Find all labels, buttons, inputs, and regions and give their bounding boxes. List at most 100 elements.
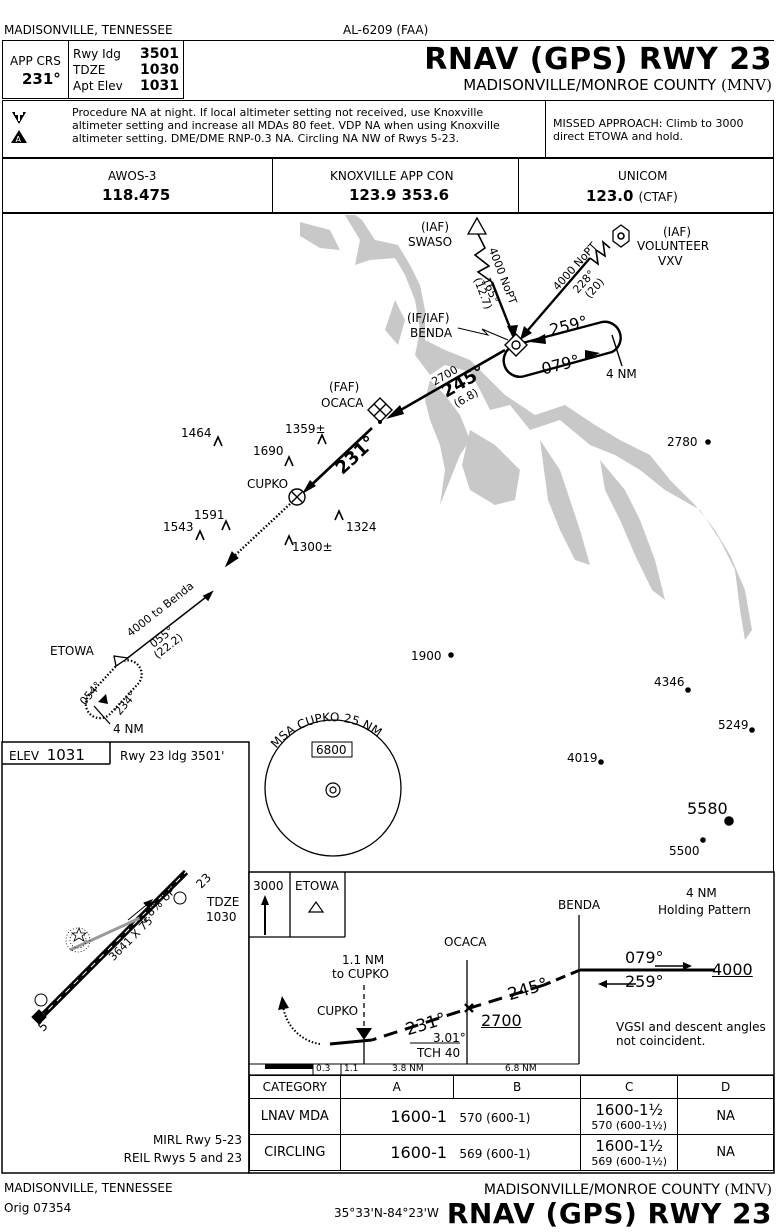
airport-name: MADISONVILLE/MONROE COUNTY: [463, 76, 717, 94]
app-con-freq: 123.9 353.6: [349, 186, 450, 204]
obstacle-label: 5500: [669, 844, 700, 858]
ocaca-faf-fix: [367, 397, 393, 424]
minimums-header-row: CATEGORY A B C D: [249, 1075, 774, 1099]
obstacle-label-highest: 5580: [687, 799, 728, 818]
header-a: A: [339, 1075, 454, 1099]
footer-coords: 35°33'N-84°23'W: [334, 1206, 439, 1220]
unicom-ctaf: (CTAF): [638, 190, 678, 204]
benda-fix: [504, 333, 528, 357]
alternate-minimums-icon: A: [11, 130, 27, 144]
header-location: MADISONVILLE, TENNESSEE: [4, 23, 173, 37]
msa-alt-box: [311, 741, 353, 758]
airport-id: (MNV): [720, 76, 772, 94]
obstacle-label: 1690: [253, 444, 284, 458]
notes-symbols: A: [11, 112, 27, 144]
ab-haa: 569 (600-1): [459, 1147, 531, 1161]
intermediate-segment: [386, 348, 506, 419]
tdze-label: TDZE: [73, 63, 106, 77]
header-d: D: [677, 1075, 774, 1099]
apt-elev-value: 1031: [140, 78, 179, 94]
footer-location: MADISONVILLE, TENNESSEE: [4, 1181, 173, 1195]
profile-cupko: CUPKO: [317, 1004, 359, 1018]
comms-divider-1: [272, 158, 273, 213]
obstacle-label: 2780: [667, 435, 698, 449]
profile-alt-2700: 2700: [481, 1011, 522, 1030]
obstacle-label: 1900: [411, 649, 442, 663]
footer-airport-id: (MNV): [724, 1182, 772, 1198]
notes-divider: [545, 100, 546, 158]
etowa-hold-leg: 4 NM: [113, 722, 144, 736]
profile-hold-alt: 4000: [712, 960, 753, 979]
app-crs-label: APP CRS: [10, 54, 61, 68]
dist-68: 6.8 NM: [505, 1064, 537, 1074]
profile-hold-in: 259°: [625, 972, 664, 991]
hold-leg: 4 NM: [606, 367, 637, 381]
vxv-iaf-label: (IAF): [663, 225, 692, 239]
glidepath-angle: 3.01°: [433, 1031, 466, 1045]
footer-title: RNAV (GPS) RWY 23: [446, 1197, 772, 1230]
ab-main: 1600-1: [390, 1143, 448, 1162]
vxv-feeder: [520, 224, 630, 340]
volunteer-label: VOLUNTEER: [637, 239, 710, 253]
tdze-value: 1030: [140, 62, 179, 78]
msa-alt: 6800: [316, 743, 347, 757]
msa-circle: [264, 719, 402, 857]
d-minimums: NA: [677, 1098, 774, 1135]
benda-ifiaf-label: (IF/IAF): [407, 311, 450, 325]
vgsi-note: VGSI and descent angles not coincident.: [616, 1020, 766, 1048]
etowa-label: ETOWA: [50, 644, 94, 658]
comms-box: [2, 158, 774, 213]
briefing-divider: [68, 40, 69, 99]
c-haa: 570 (600-1½): [591, 1119, 668, 1132]
benda-holding: [502, 320, 623, 378]
takeoff-minimums-icon: [12, 112, 26, 124]
minimums-table: CATEGORY A B C D LNAV MDA 1600-1 570 (60…: [249, 1075, 774, 1171]
dist-38: 3.8 NM: [392, 1064, 424, 1074]
diagram-tdze-label: TDZE: [207, 895, 240, 909]
chart-id: AL-6209 (FAA): [343, 23, 429, 37]
profile-hold-note-1: 4 NM: [686, 886, 717, 900]
reservoir-water: [290, 215, 752, 640]
profile-benda: BENDA: [558, 898, 601, 912]
ma-fix: ETOWA: [295, 879, 339, 893]
row-label: LNAV MDA: [249, 1098, 341, 1135]
final-segment: [302, 427, 373, 494]
cupko-fix: [288, 488, 306, 506]
awos-label: AWOS-3: [108, 169, 157, 183]
to-cupko-1: 1.1 NM: [342, 953, 385, 967]
comms-divider-2: [518, 158, 519, 213]
header-rule: [2, 40, 774, 41]
airport-diagram: [31, 869, 189, 1025]
header-c: C: [580, 1075, 679, 1099]
lighting-note-2: REIL Rwys 5 and 23: [123, 1151, 242, 1165]
vxv-label: VXV: [658, 254, 683, 268]
msa-center-fix: [325, 782, 341, 798]
c-haa: 569 (600-1½): [591, 1155, 668, 1168]
lighting-note-1: MIRL Rwy 5-23: [152, 1133, 242, 1147]
header-category: CATEGORY: [249, 1075, 341, 1099]
procedure-note: Procedure NA at night. If local altimete…: [72, 106, 500, 145]
rwy-ldg-note: Rwy 23 ldg 3501': [120, 749, 225, 763]
profile-ocaca: OCACA: [444, 935, 487, 949]
obstacle-label: 1591: [194, 508, 225, 522]
obstacles: [195, 433, 755, 843]
missed-approach-note: MISSED APPROACH: Climb to 3000 direct ET…: [553, 117, 744, 143]
footer-airport: MADISONVILLE/MONROE COUNTY: [483, 1182, 720, 1198]
d-minimums: NA: [677, 1134, 774, 1171]
dist-03: 0.3: [316, 1064, 331, 1074]
etowa-holding: [84, 659, 143, 720]
unicom-label: UNICOM: [618, 169, 668, 183]
elev-label: ELEV 1031: [9, 748, 85, 763]
airport-inset-frame: [1, 741, 250, 1174]
swaso-label: SWASO: [408, 235, 453, 249]
cupko-label: CUPKO: [247, 477, 289, 491]
missed-approach-path: [224, 503, 291, 568]
header-b: B: [452, 1075, 582, 1099]
tch: TCH 40: [417, 1046, 461, 1060]
obstacle-label: 5249: [718, 718, 749, 732]
obstacle-label: 1359±: [285, 422, 326, 436]
